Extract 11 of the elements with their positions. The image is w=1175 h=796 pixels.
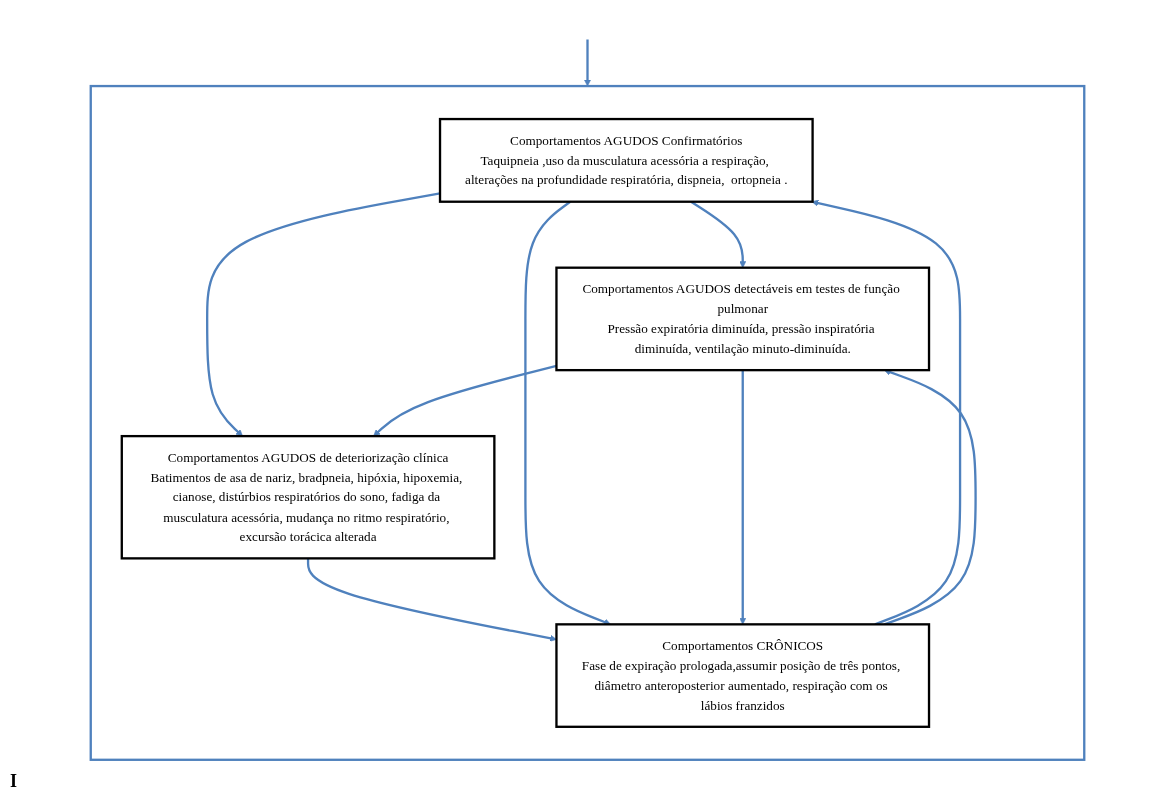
node-box: Comportamentos AGUDOS detectáveis em testes de função pulmonar Pressão expiratória diminuída, pressão inspiratória diminuída, ventilação minuto-diminuída.	[555, 266, 931, 372]
arrow	[306, 558, 557, 642]
note-text: I	[10, 771, 17, 792]
node-box: Comportamentos CRÔNICOS Fase de expiração prologada,assumir posição de três pontos, diâmetro anteroposterior aumentado, respiração com os lábios franzidos	[555, 623, 931, 728]
arrow	[739, 370, 747, 625]
arrow	[373, 364, 557, 437]
arrow	[206, 192, 441, 437]
node-box: Comportamentos AGUDOS de deteriorização clínica Batimentos de asa de nariz, bradpneia, hipóxia, hipoxemia, cianose, distúrbios respiratórios do sono, fadiga da musculatura acessória, mudança no ritmo respiratório, excursão torácica alterada	[120, 434, 496, 560]
node-box: Comportamentos AGUDOS Confirmatórios Taquipneia ,uso da musculatura acessória a respiração, alterações na profundidade respiratória, dispneia, ortopneia .	[438, 117, 814, 203]
cluster	[89, 84, 1086, 761]
arrow	[584, 39, 591, 87]
